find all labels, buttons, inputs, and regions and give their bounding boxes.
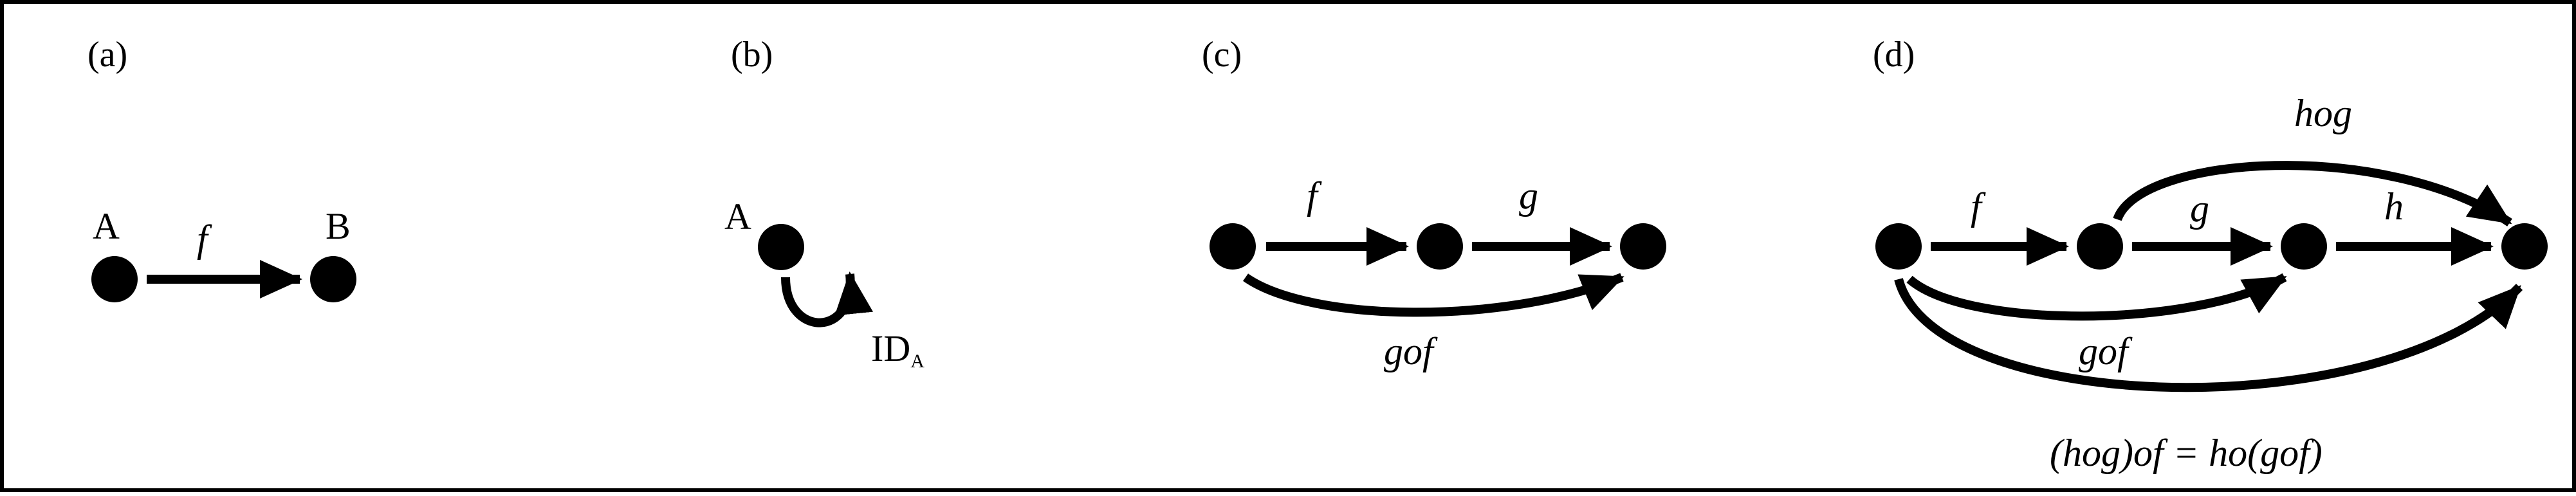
node-a-A: [91, 256, 138, 302]
node-d-4: [2501, 223, 2548, 270]
edge-d-hog: [2113, 161, 2512, 226]
node-d-2: [2077, 223, 2123, 270]
panel-c: (c) f g gof: [1202, 35, 1666, 372]
panel-b-label: (b): [731, 35, 773, 75]
node-c-2: [1417, 223, 1463, 270]
panel-d: (d) f g h hog gof (hog)of = ho(gof): [1873, 35, 2548, 474]
edge-d-f-label: f: [1971, 185, 1986, 228]
node-d-1: [1875, 223, 1922, 270]
edge-d-composite: [1894, 278, 2523, 392]
edge-c-gof-label: gof: [1384, 330, 1438, 372]
edge-b-identity-loop: [781, 271, 873, 327]
diagram-canvas: (a) A B f (b) A IDA (c) f g gof (d): [87, 35, 2548, 474]
node-a-B-label: B: [326, 205, 351, 247]
node-c-1: [1210, 223, 1256, 270]
edge-c-f-label: f: [1307, 174, 1322, 217]
panel-a: (a) A B f: [87, 35, 356, 302]
loop-label-main: ID: [871, 327, 910, 369]
loop-label-sub: A: [910, 351, 925, 372]
node-b-A: [758, 224, 804, 270]
edge-c-gof: [1242, 273, 1624, 317]
panel-c-label: (c): [1202, 35, 1242, 75]
node-a-B: [310, 256, 356, 302]
node-d-3: [2281, 223, 2327, 270]
panel-a-label: (a): [87, 35, 127, 75]
panel-b: (b) A IDA: [724, 35, 925, 372]
edge-d-gof: [1906, 273, 2287, 321]
panel-d-label: (d): [1873, 35, 1915, 75]
edge-d-hog-label: hog: [2294, 92, 2352, 134]
edge-d-g-label: g: [2190, 187, 2209, 230]
node-b-A-label: A: [724, 196, 751, 237]
node-a-A-label: A: [93, 205, 120, 247]
edge-a-f-label: f: [197, 217, 212, 260]
edge-c-g-label: g: [1519, 174, 1538, 217]
edge-d-gof-label: gof: [2079, 330, 2133, 372]
edge-d-assoc-label: (hog)of = ho(gof): [2050, 432, 2323, 474]
node-c-3: [1620, 223, 1666, 270]
edge-b-loop-label: IDA: [871, 327, 925, 372]
edge-d-h-label: h: [2384, 185, 2404, 228]
